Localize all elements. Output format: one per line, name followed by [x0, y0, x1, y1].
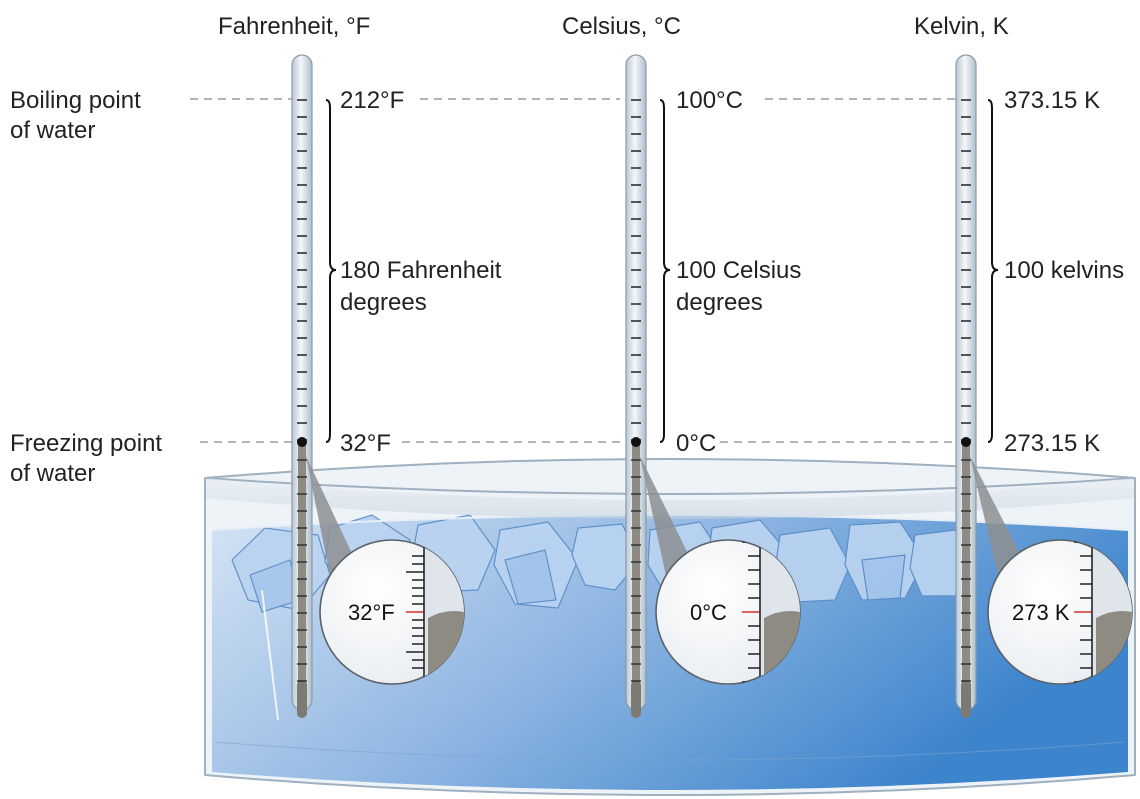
freezing-point-label-line2: of water — [10, 460, 95, 487]
fahrenheit-magnified-label: 32°F — [348, 600, 395, 625]
celsius-magnifier — [640, 456, 801, 685]
fahrenheit-freezing-marker — [297, 437, 307, 447]
kelvin-mercury — [962, 442, 970, 692]
fahrenheit-bulb — [297, 680, 307, 718]
celsius-bracket — [659, 99, 671, 443]
celsius-range-line1: 100 Celsius — [676, 257, 801, 284]
fahrenheit-mercury — [298, 442, 306, 692]
thermometers — [291, 54, 977, 718]
celsius-mercury — [632, 442, 640, 692]
fahrenheit-freezing-label: 32°F — [340, 430, 391, 457]
header-fahrenheit: Fahrenheit, °F — [218, 13, 370, 40]
kelvin-bracket — [987, 99, 999, 443]
celsius-magnifier-cone — [640, 456, 689, 580]
celsius-thermometer — [625, 54, 647, 718]
celsius-boiling-label: 100°C — [676, 87, 743, 114]
celsius-magnified-label: 0°C — [690, 600, 727, 625]
header-celsius: Celsius, °C — [562, 13, 681, 40]
boiling-point-label-line1: Boiling point — [10, 87, 141, 114]
fahrenheit-thermometer — [291, 54, 313, 718]
kelvin-magnified-label: 273 K — [1012, 600, 1070, 625]
boiling-point-label-line2: of water — [10, 117, 95, 144]
range-brackets — [325, 99, 999, 443]
guide-lines — [190, 98, 955, 443]
kelvin-freezing-marker — [961, 437, 971, 447]
kelvin-boiling-label: 373.15 K — [1004, 87, 1100, 114]
header-kelvin: Kelvin, K — [914, 13, 1009, 40]
celsius-freezing-label: 0°C — [676, 430, 716, 457]
celsius-range-line2: degrees — [676, 289, 763, 316]
fahrenheit-range-line2: degrees — [340, 289, 427, 316]
kelvin-range-line1: 100 kelvins — [1004, 257, 1124, 284]
kelvin-magnifier-cone — [970, 456, 1021, 580]
fahrenheit-bracket — [325, 99, 337, 443]
fahrenheit-boiling-label: 212°F — [340, 87, 404, 114]
fahrenheit-magnifier-cone — [306, 456, 353, 580]
fahrenheit-range-line1: 180 Fahrenheit — [340, 257, 502, 284]
kelvin-freezing-label: 273.15 K — [1004, 430, 1100, 457]
freezing-point-label-line1: Freezing point — [10, 430, 162, 457]
kelvin-bulb — [961, 680, 971, 718]
celsius-bulb — [631, 680, 641, 718]
kelvin-thermometer — [955, 54, 977, 718]
celsius-freezing-marker — [631, 437, 641, 447]
